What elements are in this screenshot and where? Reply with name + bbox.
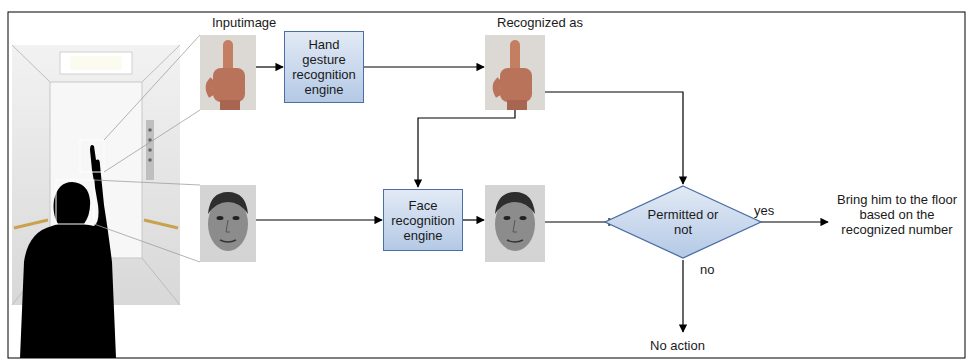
face-photo bbox=[200, 185, 256, 262]
node-text: Face recognition engine bbox=[387, 198, 459, 243]
node-text: Hand gesture recognition engine bbox=[288, 37, 360, 97]
flow-arrows bbox=[256, 67, 828, 332]
decision-diamond: Permitted or not bbox=[604, 185, 762, 259]
process-box: Hand gesture recognition engine bbox=[284, 31, 364, 103]
node-text: Permitted or not bbox=[647, 207, 719, 237]
branch-label: yes bbox=[754, 203, 784, 218]
branch-label: no bbox=[700, 262, 724, 277]
outcome-text: No action bbox=[650, 338, 720, 353]
process-box: Face recognition engine bbox=[383, 189, 463, 251]
column-heading: Recognized as bbox=[497, 15, 597, 30]
elevator-illustration bbox=[12, 35, 200, 358]
figure-frame bbox=[8, 12, 965, 358]
hand-photo bbox=[485, 35, 545, 110]
hand-photo bbox=[200, 35, 256, 110]
column-heading: Inputimage bbox=[212, 15, 292, 30]
face-photo bbox=[485, 185, 545, 262]
outcome-text: Bring him to the floor based on the reco… bbox=[835, 192, 959, 237]
